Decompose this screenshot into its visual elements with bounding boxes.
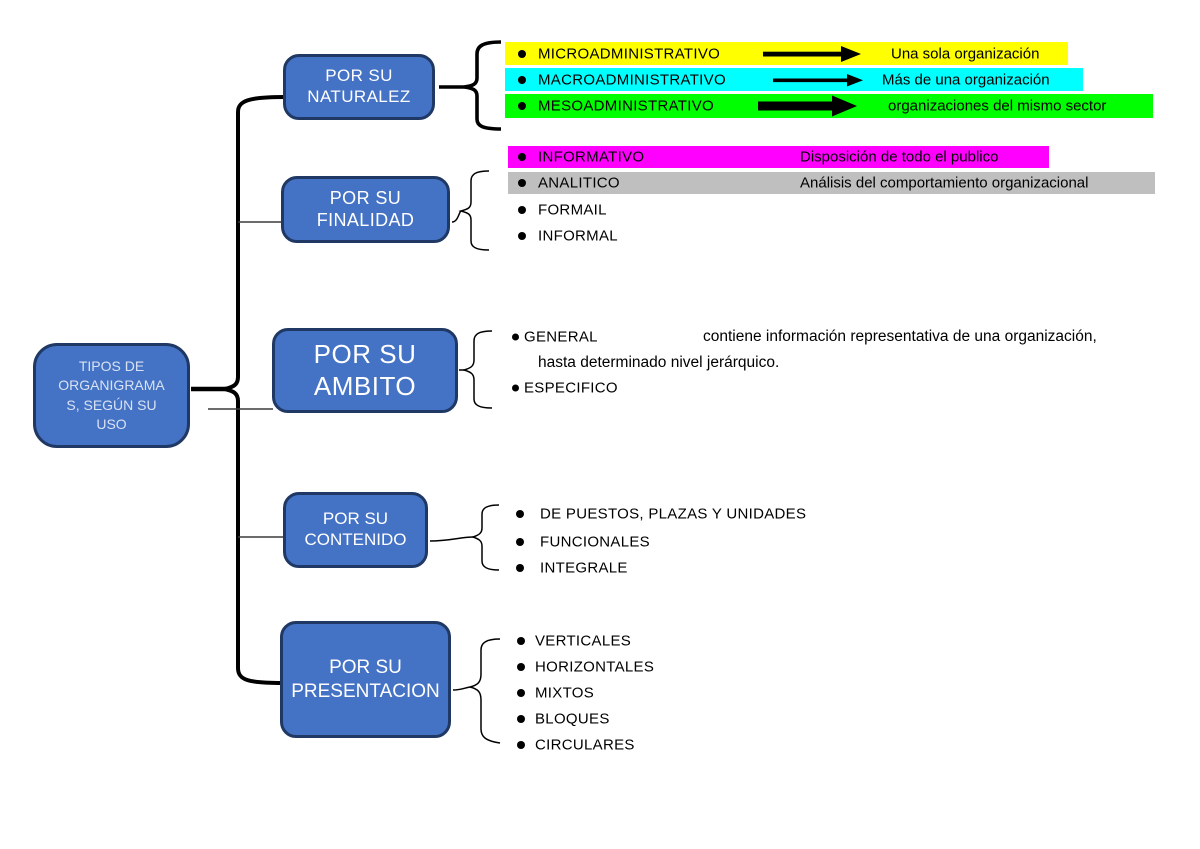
item-label: HORIZONTALES: [535, 658, 655, 676]
bullet-dot-icon: [517, 637, 525, 645]
brace-finalidad: [458, 170, 490, 251]
item-row-informal: INFORMAL: [508, 225, 808, 246]
item-label: GENERAL: [524, 328, 598, 346]
branch-box-finalidad: POR SU FINALIDAD: [281, 176, 450, 243]
item-label: MESOADMINISTRATIVO: [538, 97, 714, 115]
bullet-dot-icon: [517, 715, 525, 723]
branch-label: CONTENIDO: [304, 530, 407, 549]
item-label: MACROADMINISTRATIVO: [538, 71, 726, 88]
item-row-formail: FORMAIL: [508, 199, 808, 220]
item-row-integrale: INTEGRALE: [505, 557, 845, 579]
brace-ambito: [461, 330, 493, 409]
branch-label: POR SU: [325, 66, 393, 86]
bullet-dot-icon: [512, 384, 519, 392]
bullet-dot-icon: [518, 102, 526, 110]
item-row-analitico: ANALITICO Análisis del comportamiento or…: [508, 172, 1155, 194]
item-label: DE PUESTOS, PLAZAS Y UNIDADES: [540, 505, 807, 523]
branch-box-naturaleza: POR SU NATURALEZ: [283, 54, 435, 120]
branch-label: FINALIDAD: [316, 209, 415, 230]
item-row-macroadministrativo: MACROADMINISTRATIVO Más de una organizac…: [505, 68, 1083, 91]
bullet-dot-icon: [512, 333, 519, 341]
item-label: INFORMAL: [538, 227, 618, 244]
item-row-horizontales: HORIZONTALES: [505, 656, 765, 678]
bullet-dot-icon: [518, 179, 526, 187]
brace-contenido-stem: [429, 536, 474, 542]
bullet-dot-icon: [517, 689, 525, 697]
item-row-general: GENERAL contiene información representat…: [505, 326, 1185, 348]
item-row-mixtos: MIXTOS: [505, 682, 765, 704]
brace-contenido: [470, 504, 500, 571]
item-row-verticales: VERTICALES: [505, 630, 765, 652]
item-label: CIRCULARES: [535, 736, 635, 754]
item-description: hasta determinado nivel jerárquico.: [538, 354, 780, 371]
bullet-dot-icon: [516, 564, 524, 572]
item-label: FORMAIL: [538, 201, 607, 218]
root-node-line: S, SEGÚN SU: [66, 396, 157, 413]
root-node-line: USO: [96, 415, 127, 432]
branch-box-contenido: POR SU CONTENIDO: [283, 492, 428, 568]
bullet-dot-icon: [518, 153, 526, 161]
bullet-dot-icon: [516, 510, 524, 518]
item-row-microadministrativo: MICROADMINISTRATIVO Una sola organizació…: [505, 42, 1068, 65]
bullet-dot-icon: [518, 231, 526, 240]
branch-box-ambito: POR SU AMBITO: [272, 328, 458, 413]
bullet-dot-icon: [517, 663, 525, 671]
item-label: ANALITICO: [538, 174, 620, 192]
brace-naturaleza: [463, 40, 502, 131]
item-label: MICROADMINISTRATIVO: [538, 45, 721, 62]
item-label: ESPECIFICO: [524, 379, 618, 397]
branch-label: POR SU: [313, 338, 417, 369]
item-label: FUNCIONALES: [540, 533, 650, 551]
bullet-dot-icon: [518, 205, 526, 214]
branch-label: POR SU: [322, 509, 389, 529]
item-label: INFORMATIVO: [538, 148, 645, 166]
item-row-circulares: CIRCULARES: [505, 734, 765, 756]
bullet-dot-icon: [518, 49, 526, 58]
item-description-line2: hasta determinado nivel jerárquico.: [538, 352, 958, 374]
brace-finalidad-stem: [451, 210, 462, 223]
right-arrow-icon: [763, 45, 861, 62]
branch-label: AMBITO: [313, 370, 417, 401]
branch-box-presentacion: POR SU PRESENTACION: [280, 621, 451, 738]
brace-presentacion: [469, 638, 501, 744]
item-description: Una sola organización: [891, 45, 1040, 62]
item-description: Más de una organización: [882, 71, 1050, 88]
item-label: VERTICALES: [535, 632, 632, 650]
right-arrow-icon: [773, 73, 863, 86]
item-label: BLOQUES: [535, 710, 610, 728]
bullet-dot-icon: [518, 75, 526, 84]
item-description: Disposición de todo el publico: [800, 148, 999, 166]
item-description: contiene información representativa de u…: [703, 328, 1097, 345]
root-node: TIPOS DE ORGANIGRAMA S, SEGÚN SU USO: [33, 343, 190, 448]
item-description: Análisis del comportamiento organizacion…: [800, 174, 1089, 192]
root-node-line: ORGANIGRAMA: [58, 377, 165, 394]
brace-presentacion-stem: [452, 686, 471, 691]
item-row-bloques: BLOQUES: [505, 708, 765, 730]
branch-label: PRESENTACION: [291, 680, 440, 702]
item-row-especifico: ESPECIFICO: [505, 377, 805, 399]
item-row-funcionales: FUNCIONALES: [505, 531, 845, 553]
item-description: organizaciones del mismo sector: [888, 97, 1107, 115]
item-label: MIXTOS: [535, 684, 595, 702]
bullet-dot-icon: [516, 538, 524, 546]
branch-label: POR SU: [329, 187, 402, 208]
item-label: INTEGRALE: [540, 559, 628, 577]
item-row-mesoadministrativo: MESOADMINISTRATIVO organizaciones del mi…: [505, 94, 1153, 118]
root-node-line: TIPOS DE: [78, 357, 145, 374]
branch-label: NATURALEZ: [307, 87, 411, 106]
bullet-dot-icon: [517, 741, 525, 749]
right-arrow-thick-icon: [758, 95, 857, 117]
item-row-puestos: DE PUESTOS, PLAZAS Y UNIDADES: [505, 503, 845, 525]
branch-label: POR SU: [329, 657, 402, 679]
item-row-informativo: INFORMATIVO Disposición de todo el publi…: [508, 146, 1049, 168]
